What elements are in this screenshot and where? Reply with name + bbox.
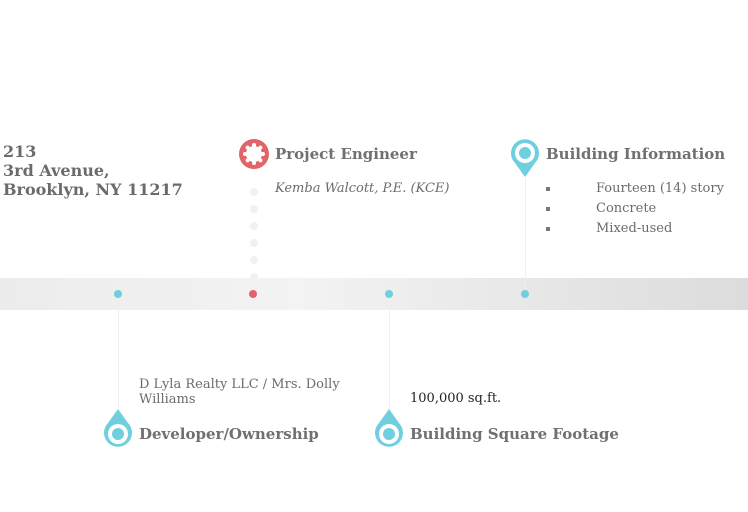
footage-value: 100,000 sq.ft.	[410, 391, 502, 406]
engineer-name: Kemba Walcott, P.E. (KCE)	[275, 181, 450, 196]
map-pin-icon	[511, 139, 539, 177]
timeline-band	[0, 278, 748, 310]
footage-title: Building Square Footage	[410, 425, 619, 443]
timeline-dot-building	[521, 290, 529, 298]
developer-name: D Lyla Realty LLC / Mrs. Dolly Williams	[139, 377, 340, 407]
dot	[250, 273, 258, 281]
developer-title: Developer/Ownership	[139, 425, 319, 443]
timeline-dot-engineer	[249, 290, 257, 298]
building-title: Building Information	[546, 145, 726, 163]
timeline-dot-footage	[385, 290, 393, 298]
gear-icon	[239, 139, 269, 169]
dot	[250, 188, 258, 196]
map-pin-icon	[104, 409, 132, 447]
dot	[250, 239, 258, 247]
dot	[250, 222, 258, 230]
list-item: Mixed-used	[546, 221, 724, 241]
list-item: Fourteen (14) story	[546, 181, 724, 201]
connector-line	[389, 298, 390, 410]
address: 213 3rd Avenue, Brooklyn, NY 11217	[3, 142, 183, 199]
list-item: Concrete	[546, 201, 724, 221]
map-pin-icon	[375, 409, 403, 447]
connector-line	[525, 178, 526, 290]
timeline-dot-developer	[114, 290, 122, 298]
connector-line	[118, 298, 119, 410]
building-list: Fourteen (14) story Concrete Mixed-used	[546, 181, 724, 241]
dot	[250, 205, 258, 213]
engineer-title: Project Engineer	[275, 145, 417, 163]
dot	[250, 256, 258, 264]
